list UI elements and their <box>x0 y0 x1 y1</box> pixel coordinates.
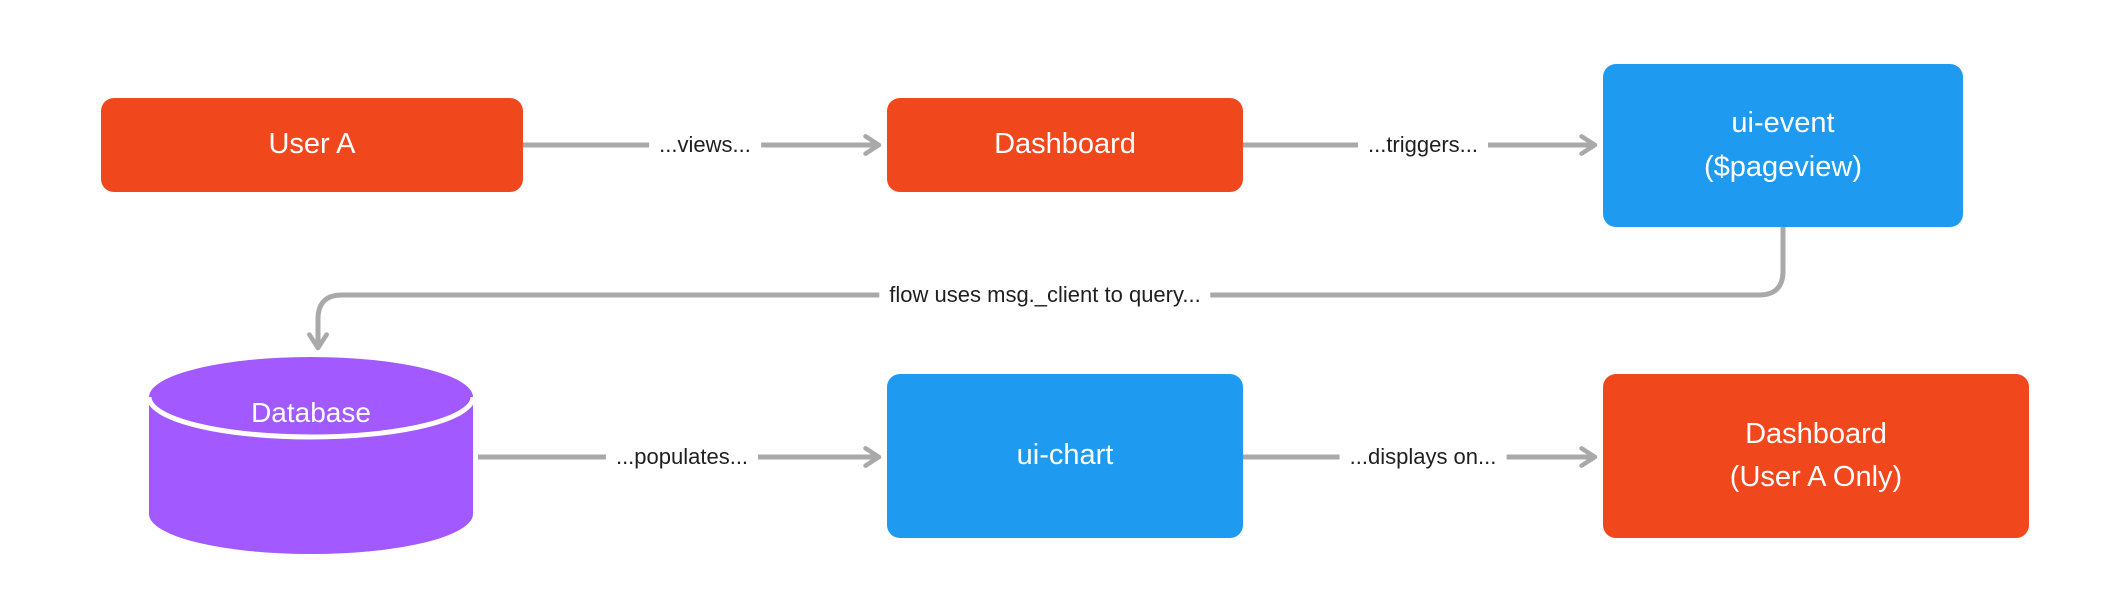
edge-label-displays: ...displays on... <box>1339 442 1507 472</box>
node-ui-event: ui-event ($pageview) <box>1603 64 1963 227</box>
node-ui-chart: ui-chart <box>887 374 1243 538</box>
node-ui-chart-label: ui-chart <box>1016 439 1114 472</box>
node-ui-event-label-line2: ($pageview) <box>1704 150 1862 183</box>
edge-label-query: flow uses msg._client to query... <box>879 280 1211 310</box>
node-dashboard: Dashboard <box>887 98 1243 192</box>
node-dashboard-label: Dashboard <box>994 128 1136 161</box>
node-dashboard-user-a-only: Dashboard (User A Only) <box>1603 374 2029 538</box>
node-user-a: User A <box>101 98 523 192</box>
node-database: Database <box>146 357 476 554</box>
edge-label-views: ...views... <box>649 130 761 160</box>
node-dashboard-user-a-label-line1: Dashboard <box>1745 417 1887 450</box>
database-cylinder-icon <box>146 357 476 554</box>
edge-label-populates: ...populates... <box>605 442 759 472</box>
edge-label-triggers: ...triggers... <box>1357 130 1489 160</box>
node-ui-event-label-line1: ui-event <box>1731 107 1835 139</box>
node-dashboard-user-a-label-line2: (User A Only) <box>1729 461 1903 493</box>
node-database-label: Database <box>251 397 371 428</box>
node-user-a-label: User A <box>268 128 356 161</box>
